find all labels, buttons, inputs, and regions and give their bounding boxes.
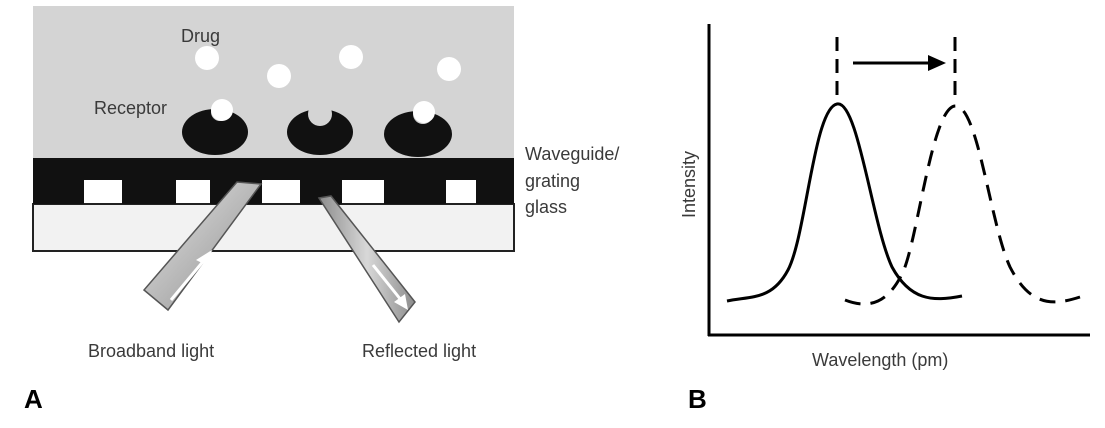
broadband-arrowhead bbox=[196, 250, 212, 266]
label-receptor: Receptor bbox=[94, 98, 167, 118]
broadband-arrow bbox=[169, 257, 208, 301]
reflected-light-beam bbox=[317, 195, 416, 324]
waveguide-grating bbox=[33, 158, 514, 204]
panel-letter-b: B bbox=[688, 384, 707, 414]
reflected-arrowhead bbox=[394, 294, 408, 310]
receptor bbox=[384, 111, 452, 157]
drug-molecule bbox=[437, 57, 461, 81]
receptor bbox=[287, 109, 353, 155]
shift-arrowhead bbox=[928, 55, 946, 71]
receptor-binding-site bbox=[308, 102, 332, 126]
label-broadband-light: Broadband light bbox=[88, 341, 214, 361]
label-reflected-light: Reflected light bbox=[362, 341, 476, 361]
label-glass: glass bbox=[525, 197, 567, 217]
receptor bbox=[182, 109, 248, 155]
drug-molecule bbox=[195, 46, 219, 70]
glass-substrate bbox=[32, 203, 515, 252]
label-waveguide: Waveguide/ bbox=[525, 144, 619, 164]
drug-molecule bbox=[339, 45, 363, 69]
panel-b-spectrum: Intensity Wavelength (pm) B bbox=[679, 24, 1090, 414]
y-axis-label: Intensity bbox=[679, 151, 699, 218]
curve-solid bbox=[726, 102, 963, 303]
drug-molecule bbox=[267, 64, 291, 88]
reflected-arrow bbox=[371, 264, 403, 301]
curve-dashed bbox=[844, 104, 1081, 306]
panel-letter-a: A bbox=[24, 384, 43, 414]
drug-molecule-bound bbox=[413, 101, 435, 123]
drug-molecule-bound bbox=[211, 99, 233, 121]
x-axis-label: Wavelength (pm) bbox=[812, 350, 948, 370]
label-drug: Drug bbox=[181, 26, 220, 46]
panel-a-biosensor: Drug Receptor Waveguide/ grating glass B… bbox=[24, 6, 619, 414]
label-grating: grating bbox=[525, 171, 580, 191]
